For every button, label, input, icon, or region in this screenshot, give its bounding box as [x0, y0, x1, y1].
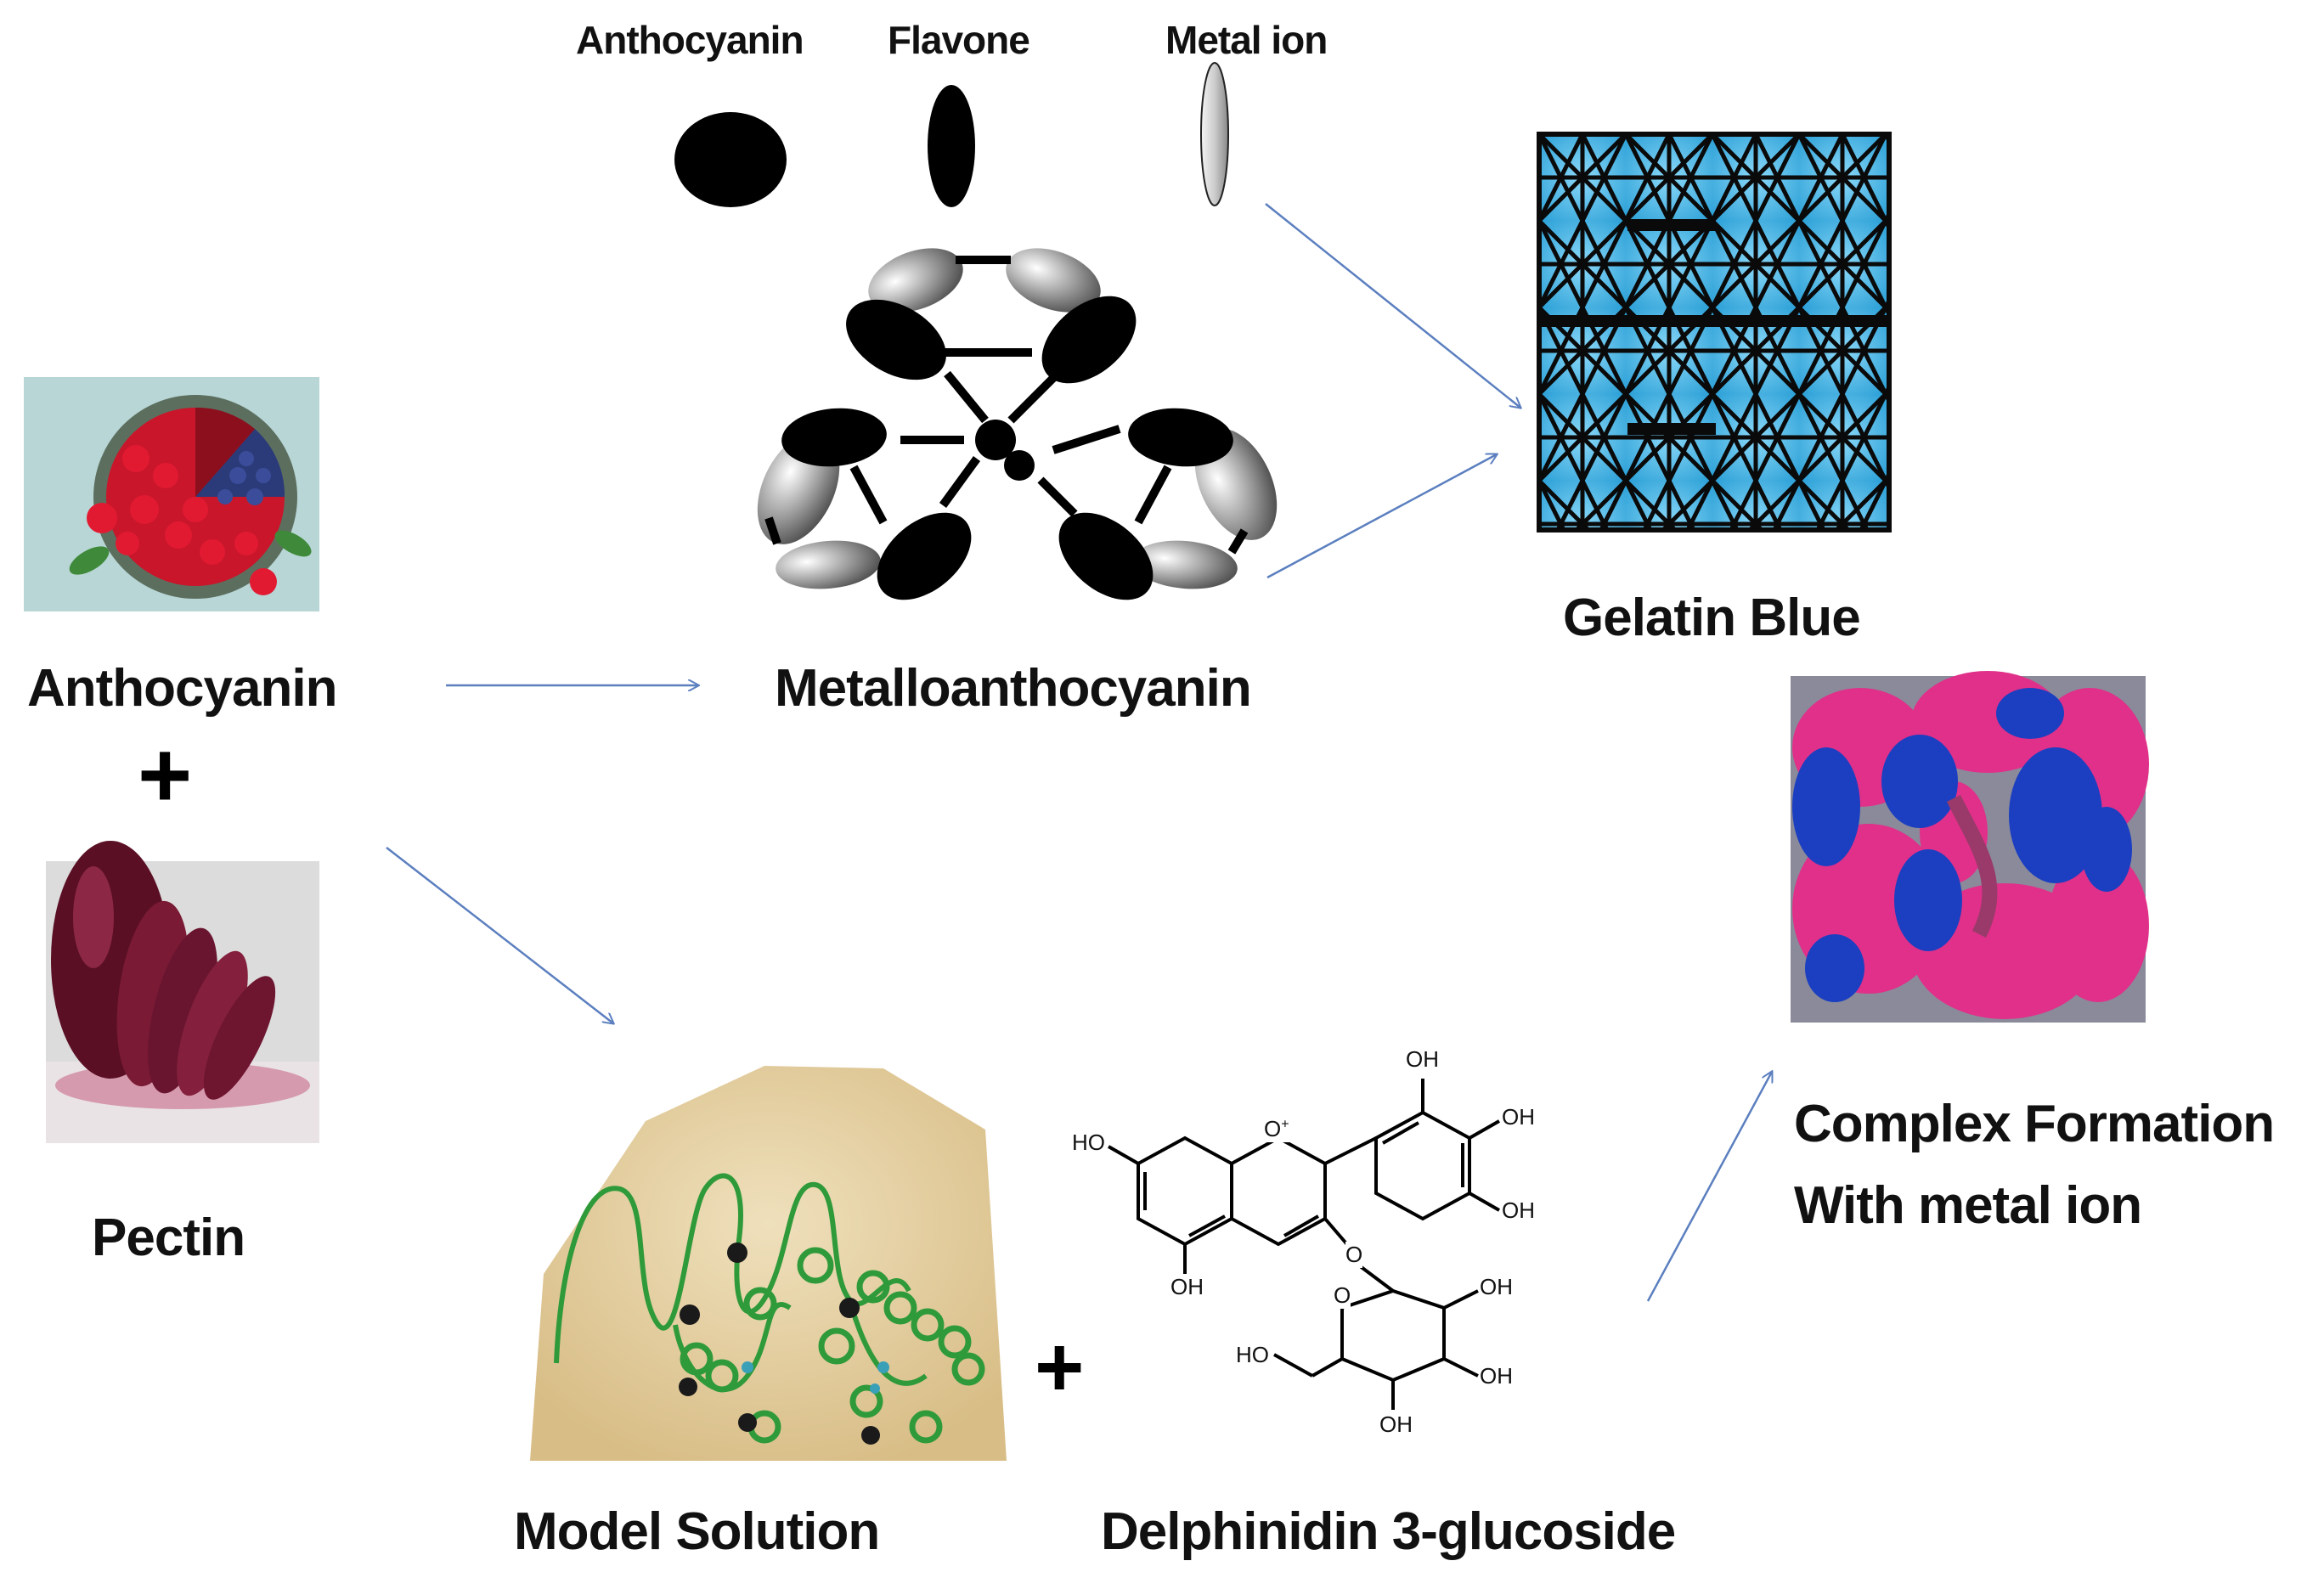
- metalloanthocyanin-label: Metalloanthocyanin: [775, 659, 1252, 718]
- plus-sign-left: +: [138, 723, 193, 827]
- atom-oh-sugar-3: OH: [1379, 1412, 1413, 1437]
- atom-o-sugar: O: [1334, 1282, 1351, 1309]
- anthocyanin-label: Anthocyanin: [27, 659, 337, 718]
- atom-oh-bottom: OH: [1170, 1274, 1204, 1299]
- legend-flavone-shape: [928, 85, 975, 207]
- atom-oh-right-bottom: OH: [1502, 1197, 1535, 1223]
- berries-photo: [24, 377, 319, 611]
- delphinidin-label: Delphinidin 3-glucoside: [1101, 1502, 1676, 1561]
- atom-oh-sugar-1: OH: [1480, 1274, 1513, 1299]
- delphinidin-structure: [1108, 1079, 1500, 1410]
- atom-o-linker: O: [1345, 1242, 1363, 1268]
- complex-formation-label-line1: Complex Formation: [1794, 1095, 2275, 1153]
- gelatin-blue-lattice: [1537, 132, 1892, 532]
- gelatin-blue-label: Gelatin Blue: [1563, 589, 1861, 647]
- atom-ho-sugar: HO: [1236, 1342, 1269, 1367]
- arrow-to-model-solution: [386, 847, 613, 1023]
- legend-flavone-label: Flavone: [888, 18, 1030, 62]
- legend-metal-ion-shape: [1200, 62, 1229, 206]
- atom-oh-right-top: OH: [1502, 1104, 1535, 1130]
- atom-ho-left: HO: [1072, 1130, 1105, 1155]
- pectin-label: Pectin: [92, 1209, 245, 1267]
- metalloanthocyanin-complex: [757, 248, 1278, 600]
- protein-complex-image: [1791, 671, 2149, 1023]
- legend-anthocyanin-shape: [674, 112, 787, 207]
- legend-metal-ion-label: Metal ion: [1165, 18, 1328, 62]
- atom-o-plus: O+: [1264, 1116, 1289, 1142]
- atom-oh-top: OH: [1406, 1046, 1439, 1072]
- arrow-to-complex-formation: [1646, 1072, 1772, 1302]
- atom-oh-sugar-2: OH: [1480, 1363, 1513, 1389]
- complex-formation-label-line2: With metal ion: [1794, 1176, 2142, 1235]
- arrow-metal-to-gelatin: [1265, 203, 1520, 408]
- legend-anthocyanin-label: Anthocyanin: [576, 18, 804, 62]
- model-solution-label: Model Solution: [514, 1502, 880, 1561]
- arrow-metallo-to-gelatin: [1266, 454, 1497, 579]
- plus-sign-bottom: +: [1035, 1320, 1085, 1415]
- beet-photo: [46, 841, 319, 1143]
- arrows: [386, 203, 1772, 1302]
- model-solution-image: [530, 1066, 1007, 1461]
